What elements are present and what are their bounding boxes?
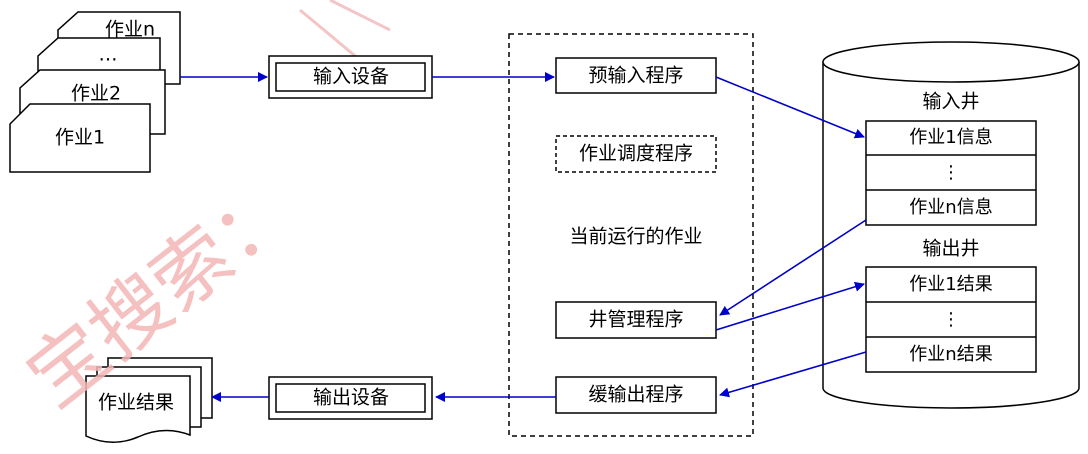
input-well-table <box>865 120 1037 226</box>
spool-output-box <box>555 376 717 414</box>
output-well-row-3: 作业n结果 <box>909 344 993 365</box>
output-well-row-2: ⋮ <box>942 309 960 330</box>
flow-arrows <box>180 72 867 402</box>
job-results-doc <box>85 375 191 443</box>
output-device-label: 输出设备 <box>312 386 390 409</box>
job-card-1-label: 作业1 <box>54 126 106 149</box>
arrow-input-well-to-well-manager <box>719 219 867 316</box>
job-card-2-label: 作业2 <box>70 82 122 105</box>
pre-input-label: 预输入程序 <box>588 64 684 87</box>
watermark-lines <box>299 0 391 62</box>
job-card-n-label: 作业n <box>104 18 156 41</box>
arrow-pre-input-to-input-well <box>715 76 865 139</box>
output-well-title: 输出井 <box>922 237 980 260</box>
output-well-table <box>865 266 1037 373</box>
input-well-row-1: 作业1信息 <box>909 127 993 148</box>
job-card-1 <box>9 103 151 173</box>
input-well-row-2: ⋮ <box>942 162 960 183</box>
arrow-well-manager-to-output-well <box>715 281 865 331</box>
spool-output-label: 缓输出程序 <box>588 383 684 406</box>
output-device-box <box>268 376 433 420</box>
job-results-label: 作业结果 <box>97 391 175 414</box>
input-device-box <box>268 55 433 99</box>
output-well-row-1: 作业1结果 <box>909 274 993 295</box>
arrow-output-well-to-spool-output <box>719 351 867 398</box>
input-device-label: 输入设备 <box>312 65 390 88</box>
job-card-stack <box>9 11 181 173</box>
job-card-dots-label: … <box>98 43 118 66</box>
pre-input-box <box>555 57 717 94</box>
well-manager-box <box>555 301 717 339</box>
system-container <box>508 33 754 437</box>
scheduler-box <box>555 135 717 173</box>
scheduler-label: 作业调度程序 <box>578 142 694 165</box>
well-manager-label: 井管理程序 <box>588 308 684 331</box>
input-well-title: 输入井 <box>922 90 980 113</box>
current-job-label: 当前运行的作业 <box>569 225 703 248</box>
input-well-row-3: 作业n信息 <box>909 197 993 218</box>
job-results-stack <box>85 357 213 443</box>
